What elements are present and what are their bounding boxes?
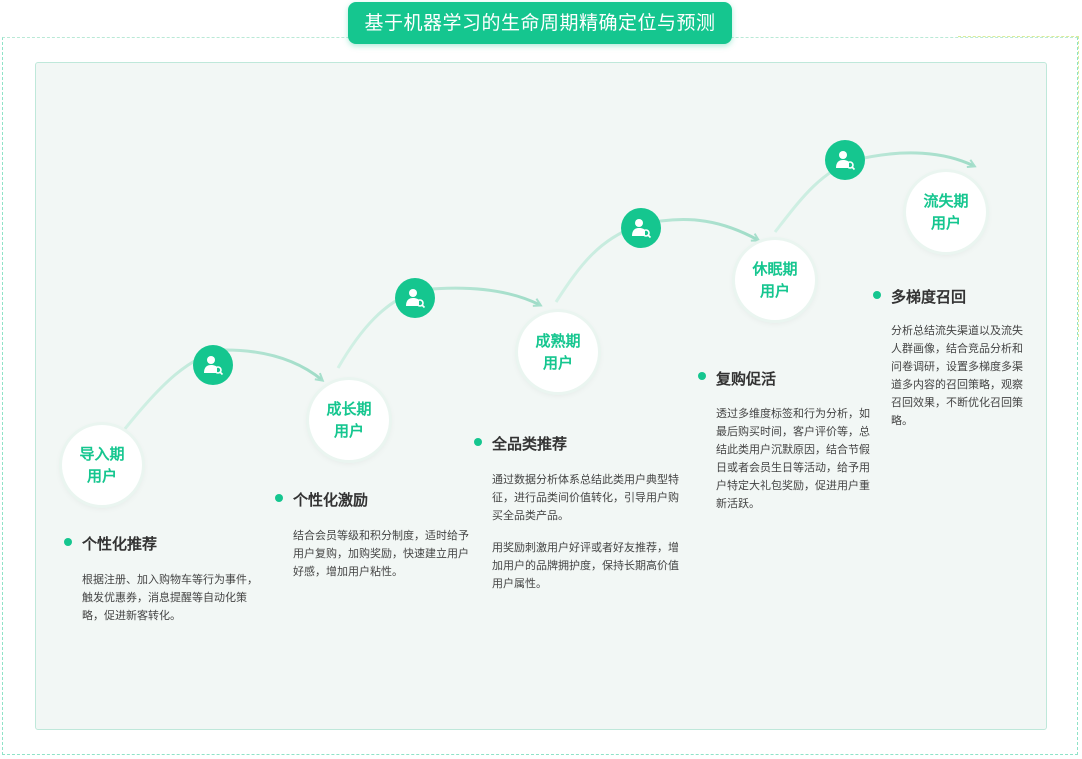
curve-2 xyxy=(336,286,540,369)
feature-paragraph: 分析总结流失渠道以及流失人群画像，结合竞品分析和问卷调研，设置多梯度多渠道多内容… xyxy=(891,324,1023,427)
feature-paragraph: 通过数据分析体系总结此类用户典型特征，进行品类间价值转化，引导用户购买全品类产品… xyxy=(492,473,679,522)
feature-description: 根据注册、加入购物车等行为事件，触发优惠券，消息提醒等自动化策略，促进新客转化。 xyxy=(82,571,260,625)
feature-paragraph: 透过多维度标签和行为分析，如最后购买时间，客户评价等，总结此类用户沉默原因，结合… xyxy=(716,407,870,510)
page-title: 基于机器学习的生命周期精确定位与预测 xyxy=(348,2,732,44)
bullet-dot xyxy=(275,494,283,502)
bullet-dot xyxy=(873,291,881,299)
feature-description: 分析总结流失渠道以及流失人群画像，结合竞品分析和问卷调研，设置多梯度多渠道多内容… xyxy=(891,322,1025,430)
stage-churn: 流失期 用户 xyxy=(906,172,986,252)
feature-paragraph: 用奖励刺激用户好评或者好友推荐，增加用户的品牌拥护度，保持长期高价值用户属性。 xyxy=(492,541,679,590)
feature-paragraph: 根据注册、加入购物车等行为事件，触发优惠券，消息提醒等自动化策略，促进新客转化。 xyxy=(82,573,258,622)
stage-mature: 成熟期 用户 xyxy=(518,312,598,392)
stage-growth: 成长期 用户 xyxy=(309,380,389,460)
feature-title: 个性化激励 xyxy=(293,491,369,509)
feature-title: 复购促活 xyxy=(716,370,777,388)
bullet-dot xyxy=(474,438,482,446)
stage-dormant: 休眠期 用户 xyxy=(735,240,815,320)
feature-paragraph: 结合会员等级和积分制度，适时给予用户复购，加购奖励，快速建立用户好感，增加用户粘… xyxy=(293,529,469,578)
feature-title: 多梯度召回 xyxy=(891,288,967,306)
feature-description: 通过数据分析体系总结此类用户典型特征，进行品类间价值转化，引导用户购买全品类产品… xyxy=(492,471,682,593)
user-search-icon xyxy=(395,278,435,318)
user-search-icon xyxy=(193,345,233,385)
content-panel xyxy=(35,62,1047,730)
stage-label: 休眠期 用户 xyxy=(752,260,798,300)
feature-description: 透过多维度标签和行为分析，如最后购买时间，客户评价等，总结此类用户沉默原因，结合… xyxy=(716,405,872,513)
stage-label: 导入期 用户 xyxy=(79,445,125,485)
bullet-dot xyxy=(64,538,72,546)
user-search-icon xyxy=(825,140,865,180)
feature-title: 全品类推荐 xyxy=(492,435,568,453)
feature-title: 个性化推荐 xyxy=(82,535,158,553)
feature-description: 结合会员等级和积分制度，适时给予用户复购，加购奖励，快速建立用户好感，增加用户粘… xyxy=(293,527,469,581)
stage-label: 流失期 用户 xyxy=(923,192,969,232)
bullet-dot xyxy=(698,372,706,380)
user-search-icon xyxy=(621,208,661,248)
stage-label: 成长期 用户 xyxy=(326,400,372,440)
stage-intro: 导入期 用户 xyxy=(62,425,142,505)
stage-label: 成熟期 用户 xyxy=(535,332,581,372)
